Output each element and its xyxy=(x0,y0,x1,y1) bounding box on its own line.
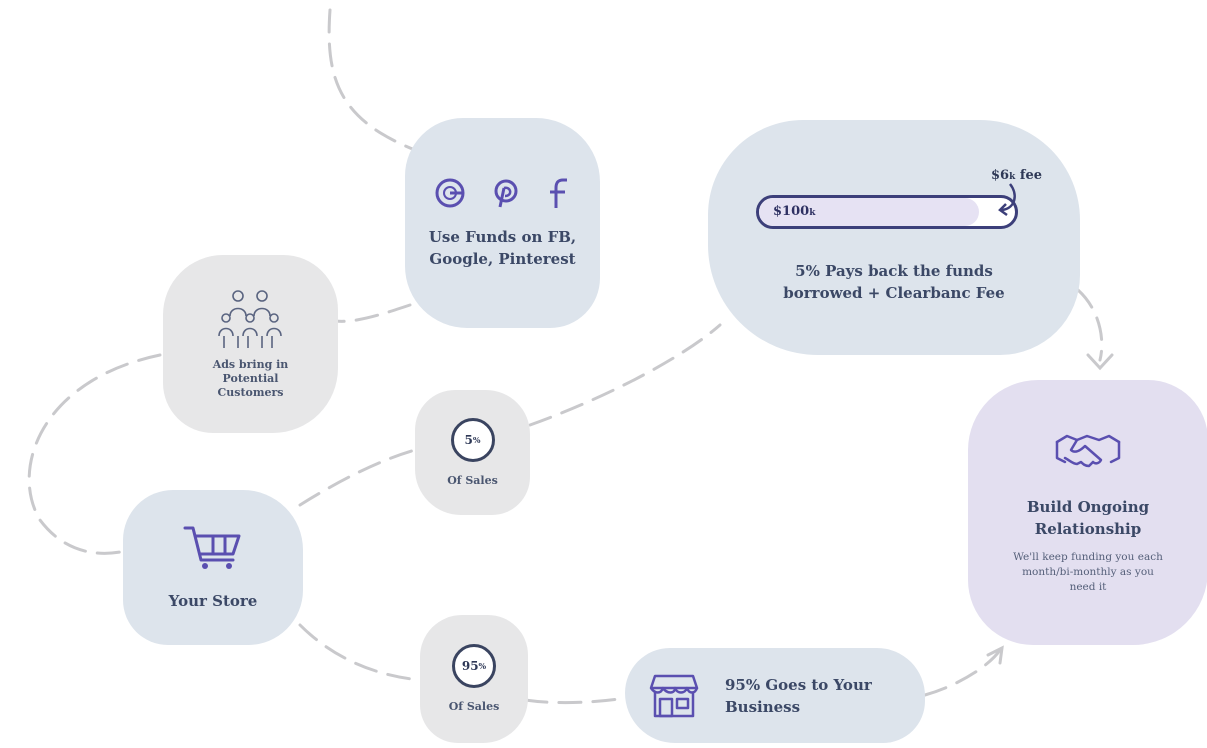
facebook-icon xyxy=(549,178,567,208)
fee-word: fee xyxy=(1019,168,1042,183)
payback-node: $6k fee $100k 5% Pays back the funds bor… xyxy=(708,120,1080,355)
use-funds-label: Use Funds on FB, Google, Pinterest xyxy=(428,228,577,268)
fee-amount: $6 xyxy=(990,168,1010,183)
path-top-to-funds xyxy=(327,8,417,152)
google-icon xyxy=(435,178,464,208)
relationship-node: Build Ongoing Relationship We'll keep fu… xyxy=(968,380,1207,645)
five-percent-caption: Of Sales xyxy=(447,473,498,487)
five-percent-unit: % xyxy=(472,434,481,445)
bar-unit: k xyxy=(809,208,816,218)
your-store-node: Your Store xyxy=(123,490,303,645)
your-store-label: Your Store xyxy=(168,591,258,610)
payback-label: 5% Pays back the funds borrowed + Clearb… xyxy=(783,262,1005,302)
ninety-five-percent-badge: 95% xyxy=(452,644,496,688)
five-percent-value: 5 xyxy=(464,432,473,447)
five-percent-badge: 5% xyxy=(450,417,495,462)
business-label: 95% Goes to Your Business xyxy=(725,675,872,716)
path-business-to-relationship xyxy=(923,648,1002,697)
fee-unit: k xyxy=(1009,172,1016,182)
ads-label: Ads bring in Potential Customers xyxy=(212,358,289,399)
arrow-head-relationship-top xyxy=(1086,353,1114,371)
path-payback-to-relationship xyxy=(1076,288,1104,362)
use-funds-node: Use Funds on FB, Google, Pinterest xyxy=(405,118,600,328)
storefront-icon xyxy=(649,674,699,717)
arrow-head-relationship-bottom xyxy=(986,645,1004,665)
funding-bar-label: $100k xyxy=(773,204,815,219)
curved-arrow-icon xyxy=(998,183,1016,217)
ads-node: Ads bring in Potential Customers xyxy=(163,255,338,433)
ninety-five-percent-caption: Of Sales xyxy=(448,700,500,713)
funding-bar: $100k xyxy=(756,195,1018,229)
path-95-to-business xyxy=(523,696,627,705)
five-percent-node: 5% Of Sales xyxy=(415,390,530,515)
handshake-icon xyxy=(1055,434,1121,468)
pinterest-icon xyxy=(494,179,517,208)
path-5-to-payback xyxy=(528,323,722,427)
people-group-icon xyxy=(217,290,282,348)
ninety-five-percent-unit: % xyxy=(478,661,487,671)
ninety-five-percent-value: 95 xyxy=(461,659,479,673)
relationship-subtitle: We'll keep funding you each month/bi-mon… xyxy=(1013,551,1163,593)
social-icons xyxy=(433,176,573,210)
path-ads-to-store xyxy=(27,353,162,555)
business-node: 95% Goes to Your Business xyxy=(625,648,925,743)
path-store-to-5 xyxy=(298,448,417,507)
shopping-cart-icon xyxy=(183,526,241,569)
relationship-title: Build Ongoing Relationship xyxy=(1026,498,1150,538)
ninety-five-percent-node: 95% Of Sales xyxy=(420,615,528,743)
funding-bar-fill xyxy=(759,198,980,226)
fee-label: $6k fee xyxy=(991,168,1042,183)
path-store-to-95 xyxy=(298,623,422,682)
path-funds-to-ads xyxy=(328,303,412,323)
bar-value: $100 xyxy=(773,204,810,219)
